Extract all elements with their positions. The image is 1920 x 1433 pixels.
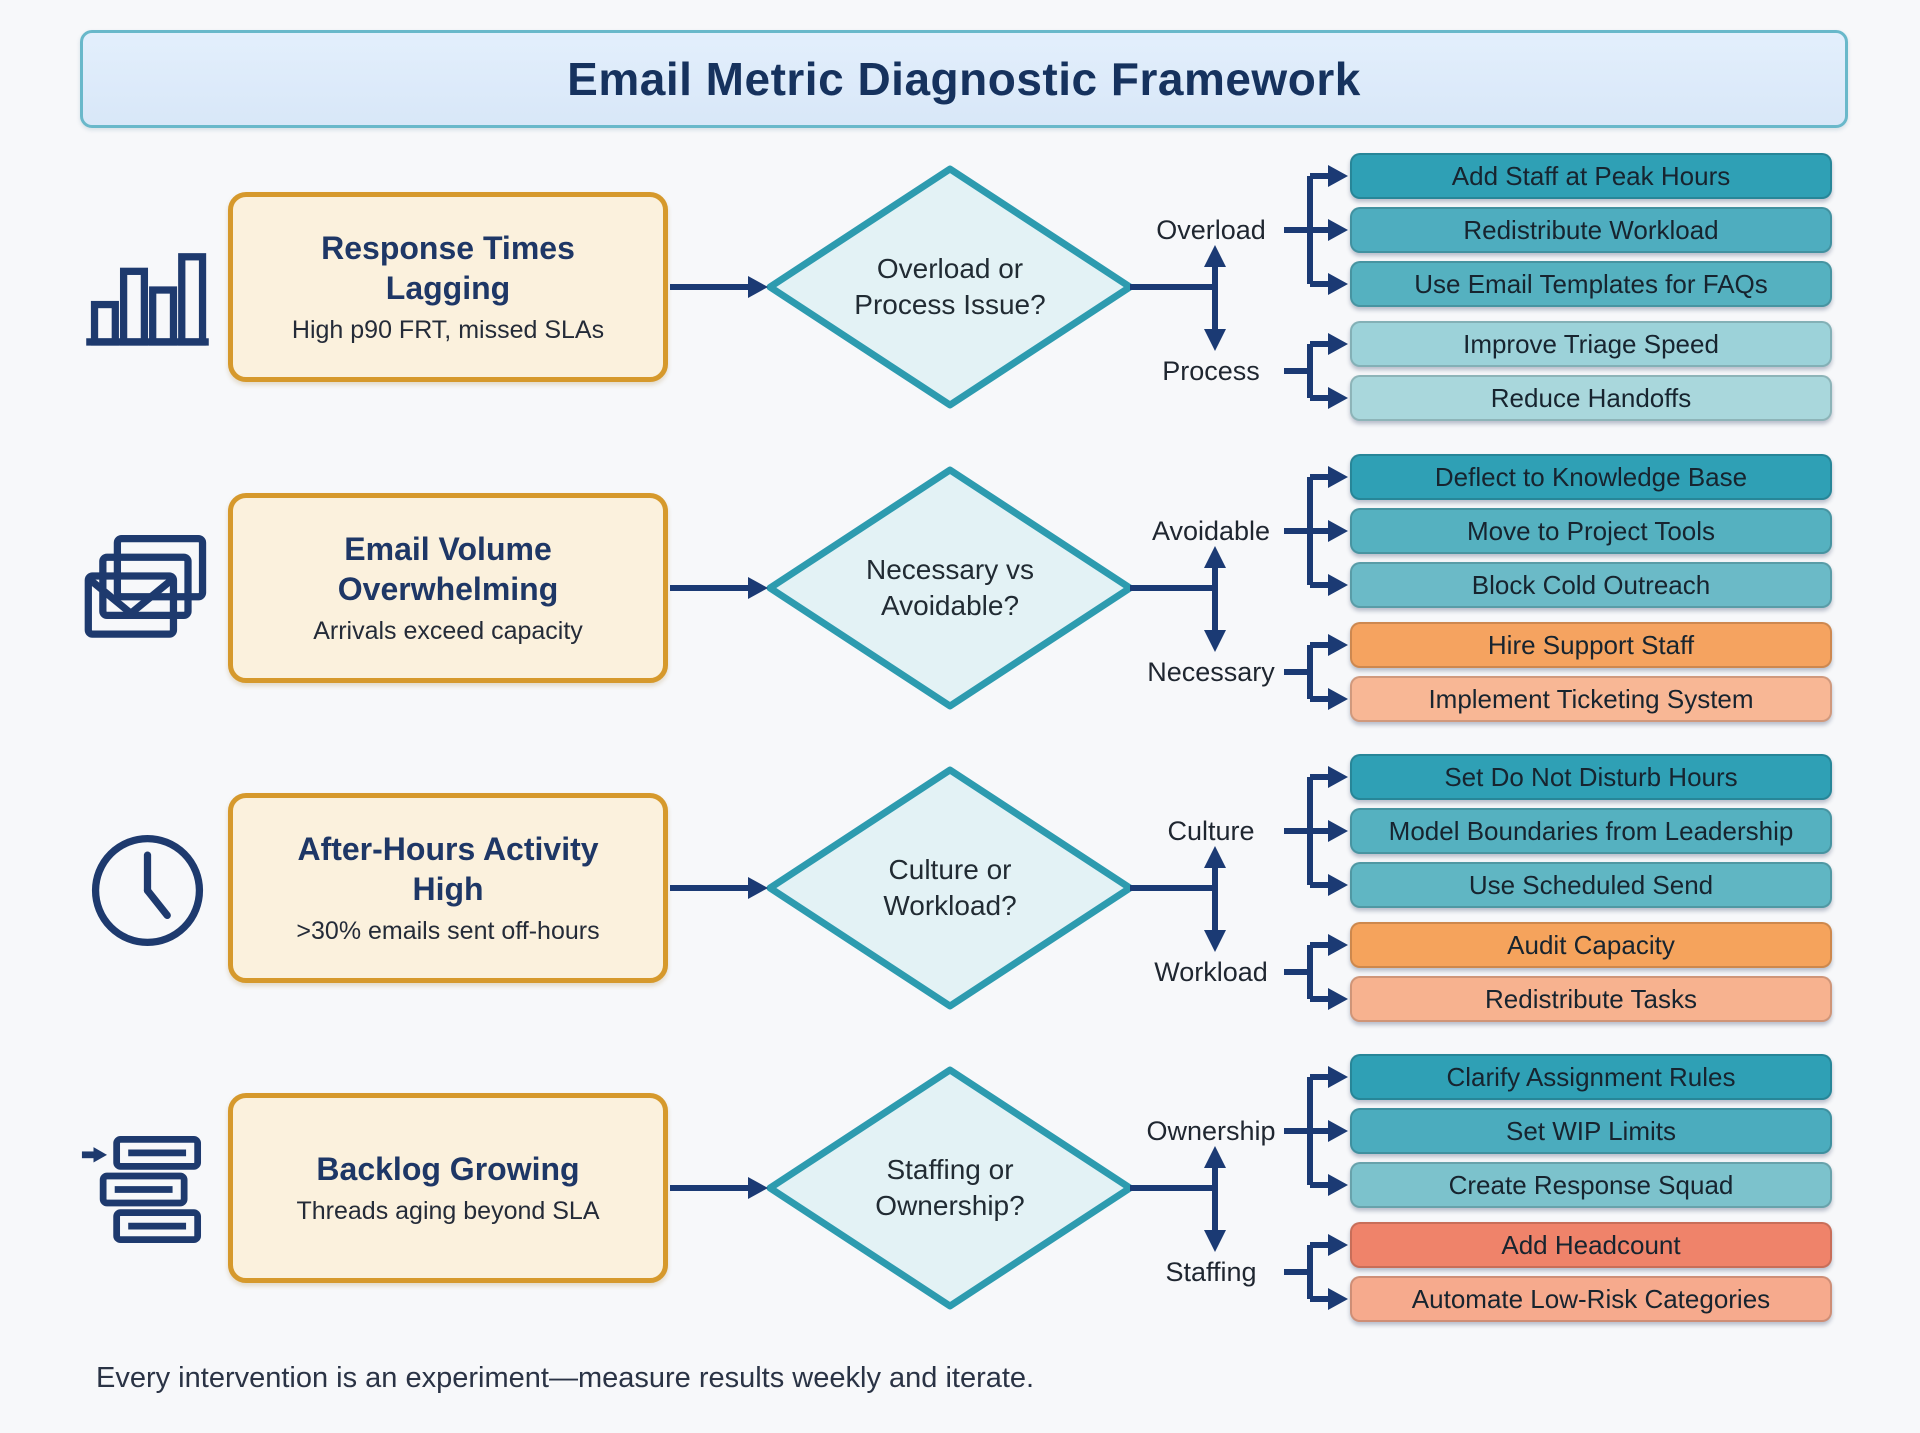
problem-title: Email Volume Overwhelming — [337, 531, 559, 607]
decision-line: Ownership? — [875, 1190, 1025, 1221]
action-box: Create Response Squad — [1350, 1162, 1832, 1208]
action-box: Redistribute Workload — [1350, 207, 1832, 253]
problem-title: Response Times Lagging — [321, 230, 575, 306]
footer-note: Every intervention is an experiment—meas… — [96, 1362, 1035, 1394]
branch-label: Overload — [1156, 215, 1266, 245]
problem-box: Email Volume Overwhelming Arrivals excee… — [228, 493, 668, 683]
action-box: Use Scheduled Send — [1350, 862, 1832, 908]
decision-line: Necessary vs — [865, 553, 1035, 585]
branch-label: Culture — [1167, 816, 1255, 846]
action-box: Use Email Templates for FAQs — [1350, 261, 1832, 307]
action-box: Improve Triage Speed — [1350, 321, 1832, 367]
decision-line: Culture or — [888, 853, 1012, 885]
decision-line: Overload or — [876, 252, 1024, 284]
decision-line: Avoidable? — [880, 590, 1020, 621]
action-box: Redistribute Tasks — [1350, 976, 1832, 1022]
branch-label: Necessary — [1147, 657, 1275, 687]
decision-line: Staffing or — [886, 1153, 1014, 1185]
action-box: Reduce Handoffs — [1350, 375, 1832, 421]
diagnostic-row-backlog: Backlog Growing Threads aging beyond SLA… — [0, 1038, 1920, 1338]
problem-subtitle: Threads aging beyond SLA — [296, 1197, 600, 1226]
action-box: Clarify Assignment Rules — [1350, 1054, 1832, 1100]
action-box: Add Staff at Peak Hours — [1350, 153, 1832, 199]
decision-text: Overload or Process Issue? — [790, 137, 1110, 437]
diagnostic-row-response-times: Response Times Lagging High p90 FRT, mis… — [0, 137, 1920, 437]
decision-text: Staffing or Ownership? — [790, 1038, 1110, 1338]
action-box: Block Cold Outreach — [1350, 562, 1832, 608]
action-box: Audit Capacity — [1350, 922, 1832, 968]
problem-box: After-Hours Activity High >30% emails se… — [228, 793, 668, 983]
page-title: Email Metric Diagnostic Framework — [567, 53, 1361, 105]
diagnostic-row-after-hours: After-Hours Activity High >30% emails se… — [0, 738, 1920, 1038]
problem-box: Response Times Lagging High p90 FRT, mis… — [228, 192, 668, 382]
action-box: Model Boundaries from Leadership — [1350, 808, 1832, 854]
branch-label: Process — [1162, 356, 1260, 386]
backlog-icon — [80, 1123, 215, 1258]
action-box: Implement Ticketing System — [1350, 676, 1832, 722]
envelopes-icon — [80, 523, 215, 658]
diagnostic-row-email-volume: Email Volume Overwhelming Arrivals excee… — [0, 438, 1920, 738]
decision-text: Necessary vs Avoidable? — [790, 438, 1110, 738]
problem-subtitle: Arrivals exceed capacity — [313, 616, 583, 645]
bar-chart-icon — [80, 222, 215, 357]
branch-label: Workload — [1154, 957, 1268, 987]
action-box: Set Do Not Disturb Hours — [1350, 754, 1832, 800]
title-banner: Email Metric Diagnostic Framework — [80, 30, 1848, 128]
problem-subtitle: >30% emails sent off-hours — [296, 916, 600, 945]
branch-label: Staffing — [1165, 1257, 1257, 1287]
problem-subtitle: High p90 FRT, missed SLAs — [291, 315, 605, 344]
clock-icon — [80, 823, 215, 958]
problem-box: Backlog Growing Threads aging beyond SLA — [228, 1093, 668, 1283]
branch-label: Ownership — [1146, 1116, 1276, 1146]
decision-line: Workload? — [883, 890, 1017, 921]
decision-text: Culture or Workload? — [790, 738, 1110, 1038]
action-box: Automate Low-Risk Categories — [1350, 1276, 1832, 1322]
branch-label: Avoidable — [1151, 516, 1271, 546]
action-box: Add Headcount — [1350, 1222, 1832, 1268]
decision-line: Process Issue? — [854, 289, 1046, 320]
action-box: Hire Support Staff — [1350, 622, 1832, 668]
action-box: Set WIP Limits — [1350, 1108, 1832, 1154]
problem-title: After-Hours Activity High — [297, 831, 599, 907]
problem-title: Backlog Growing — [316, 1150, 580, 1187]
action-box: Deflect to Knowledge Base — [1350, 454, 1832, 500]
action-box: Move to Project Tools — [1350, 508, 1832, 554]
